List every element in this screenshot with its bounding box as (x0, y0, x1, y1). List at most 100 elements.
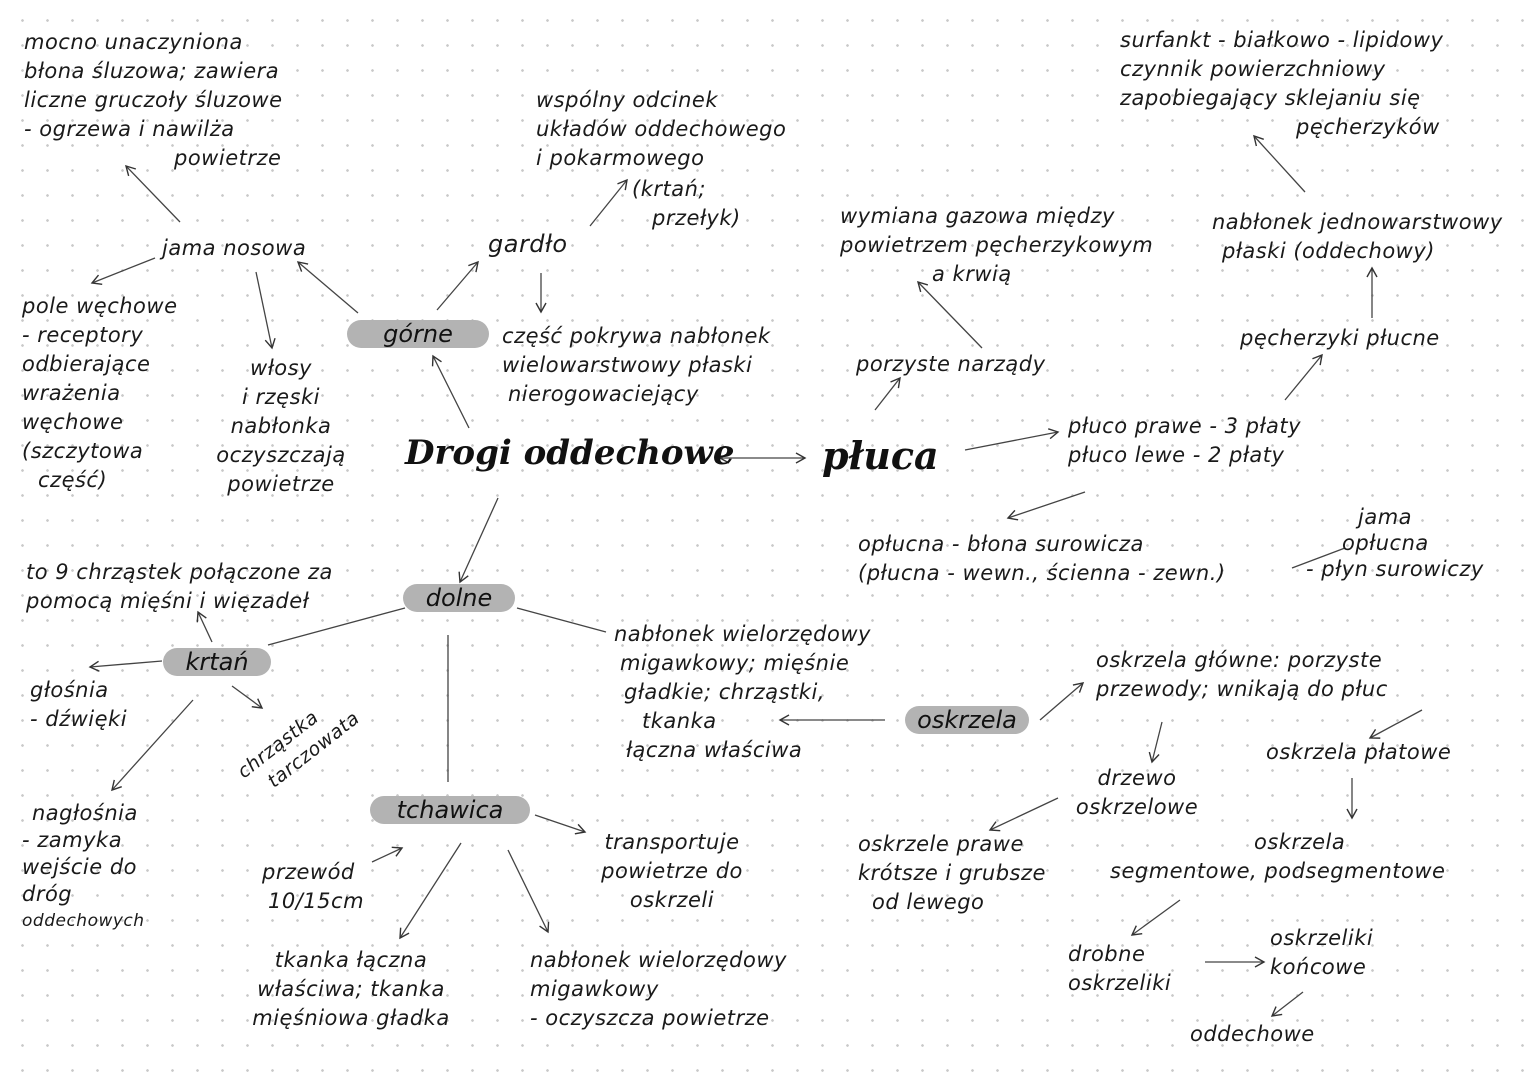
note-oskrzela-segmentowe: oskrzela segmentowe, podsegmentowe (1110, 828, 1445, 886)
text-line: migawkowy; mięśnie (620, 651, 850, 675)
arrow (371, 846, 404, 863)
text-line: nabłonek jednowarstwowy (1212, 210, 1503, 234)
note-transportuje: transportuje powietrze do oskrzeli (582, 828, 762, 915)
text-line: odbierające (22, 352, 151, 376)
text-line: oskrzeliki (1270, 926, 1374, 950)
note-jama-oplucna: jama opłucna - płyn surowiczy (1306, 504, 1484, 582)
note-nablonek-jednowarstwowy: nabłonek jednowarstwowy płaski (oddechow… (1212, 208, 1503, 266)
note-przewod: przewód 10/15cm (262, 858, 364, 916)
arrow (196, 610, 213, 643)
text-line: tkanka łączna (274, 948, 428, 972)
pecherzyki-plucne: pęcherzyki płucne (1240, 326, 1440, 350)
text-line: nabłonek wielorzędowy (614, 622, 871, 646)
note-chrzastek: to 9 chrząstek połączone za pomocą mięśn… (26, 558, 333, 616)
text-line: (krtań; (632, 177, 706, 201)
text-line: - zamyka (22, 828, 123, 852)
text-line: część) (38, 468, 108, 492)
text-line: płuco prawe - 3 płaty (1068, 414, 1302, 438)
text-line: właściwa; tkanka (257, 977, 445, 1001)
text-line: surfankt - białkowo - lipidowy (1120, 28, 1444, 52)
arrow (436, 260, 479, 311)
arrow (1039, 682, 1085, 721)
text-line: nagłośnia (32, 801, 138, 825)
text-line: część pokrywa nabłonek (502, 324, 771, 348)
text-line: pomocą mięśni i więzadeł (26, 589, 310, 613)
note-drobne-oskrzeliki: drobne oskrzeliki (1068, 940, 1171, 998)
oskrzela-platowe: oskrzela płatowe (1266, 740, 1452, 764)
arrow (231, 685, 264, 709)
note-wlosy: włosy i rzęski nabłonka oczyszczają powi… (206, 354, 356, 499)
arrow (507, 849, 550, 934)
text-line: drzewo (1097, 766, 1177, 790)
arrow (589, 178, 628, 227)
text-line: oskrzelowe (1075, 795, 1199, 819)
note-tkanka-laczna: tkanka łączna właściwa; tkanka mięśniowa… (226, 946, 476, 1033)
text-line: płaski (oddechowy) (1222, 239, 1435, 263)
arrow (1130, 899, 1181, 936)
oskrzela-pill: oskrzela (905, 706, 1029, 734)
note-pole-wechowe: pole węchowe - receptory odbierające wra… (22, 292, 178, 495)
text-line: nierogowaciejący (508, 382, 699, 406)
text-line: - dźwięki (30, 707, 128, 731)
porzyste-narzady: porzyste narządy (856, 352, 1046, 376)
text-line: powietrze (174, 146, 282, 170)
gardlo: gardło (488, 230, 568, 258)
text-line: pole węchowe (22, 294, 178, 318)
arrow (255, 271, 276, 350)
arrow (431, 354, 470, 429)
arrow (90, 257, 156, 286)
text-line: a krwią (932, 262, 1012, 286)
text-line: zapobiegający sklejaniu się (1120, 86, 1421, 110)
text-line: węchowe (22, 410, 124, 434)
arrow (1368, 709, 1423, 739)
text-line: nabłonek wielorzędowy (530, 948, 787, 972)
note-wspolny-odcinek: wspólny odcinek układów oddechowego i po… (536, 86, 786, 173)
text-line: oskrzeli (629, 888, 715, 912)
arrow (1253, 134, 1306, 193)
arrow (1148, 721, 1163, 764)
text-line: końcowe (1270, 955, 1367, 979)
note-glosnia: głośnia - dźwięki (30, 676, 127, 734)
note-naglosnia: nagłośnia - zamyka wejście do dróg oddec… (22, 800, 145, 935)
note-drzewo-oskrzelowe: drzewo oskrzelowe (1062, 764, 1212, 822)
note-krtan-przelyk: (krtań; przełyk) (632, 175, 741, 233)
arrow (296, 261, 359, 314)
text-line: wrażenia (22, 381, 121, 405)
text-line: przewody; wnikają do płuc (1096, 677, 1388, 701)
text-line: powietrze (227, 472, 335, 496)
text-line: opłucna (1342, 531, 1429, 555)
arrow (988, 797, 1059, 832)
text-line: wymiana gazowa między (840, 204, 1115, 228)
text-line: od lewego (872, 890, 985, 914)
pluca-label: płuca (822, 433, 939, 478)
text-line: migawkowy (530, 977, 659, 1001)
text-line: wielowarstwowy płaski (502, 353, 753, 377)
arrow (916, 280, 983, 349)
text-line: mocno unaczyniona (24, 30, 243, 54)
note-mocno-unaczyniona: mocno unaczyniona błona śluzowa; zawiera… (24, 28, 283, 173)
note-wymiana-gazowa: wymiana gazowa między powietrzem pęcherz… (840, 202, 1153, 289)
dolne-pill: dolne (403, 584, 515, 612)
note-chrzastka-tarczowata: chrząstka tarczowata (232, 685, 365, 805)
line (516, 607, 607, 633)
text-line: - oczyszcza powietrze (530, 1006, 770, 1030)
arrow (399, 842, 462, 940)
text-line: (szczytowa (22, 439, 144, 463)
text-line: krótsze i grubsze (858, 861, 1046, 885)
text-line: tkanka (642, 709, 717, 733)
note-nablonek-migawkowy: nabłonek wielorzędowy migawkowy - oczysz… (530, 946, 787, 1033)
text-line: transportuje (604, 830, 740, 854)
arrow (964, 428, 1060, 451)
arrow (458, 497, 499, 584)
text-line: to 9 chrząstek połączone za (26, 560, 333, 584)
text-line: i rzęski (241, 385, 321, 409)
note-nablonek-wielorzedowy: nabłonek wielorzędowy migawkowy; mięśnie… (614, 620, 871, 765)
text-line: wspólny odcinek (536, 88, 718, 112)
text-line: powietrzem pęcherzykowym (840, 233, 1154, 257)
arrow (88, 660, 163, 672)
text-line: układów oddechowego (536, 117, 787, 141)
text-line: - receptory (22, 323, 144, 347)
text-line: oddechowych (22, 911, 145, 931)
text-line: 10/15cm (268, 889, 365, 913)
note-surfaktant: surfankt - białkowo - lipidowy czynnik p… (1120, 26, 1443, 142)
